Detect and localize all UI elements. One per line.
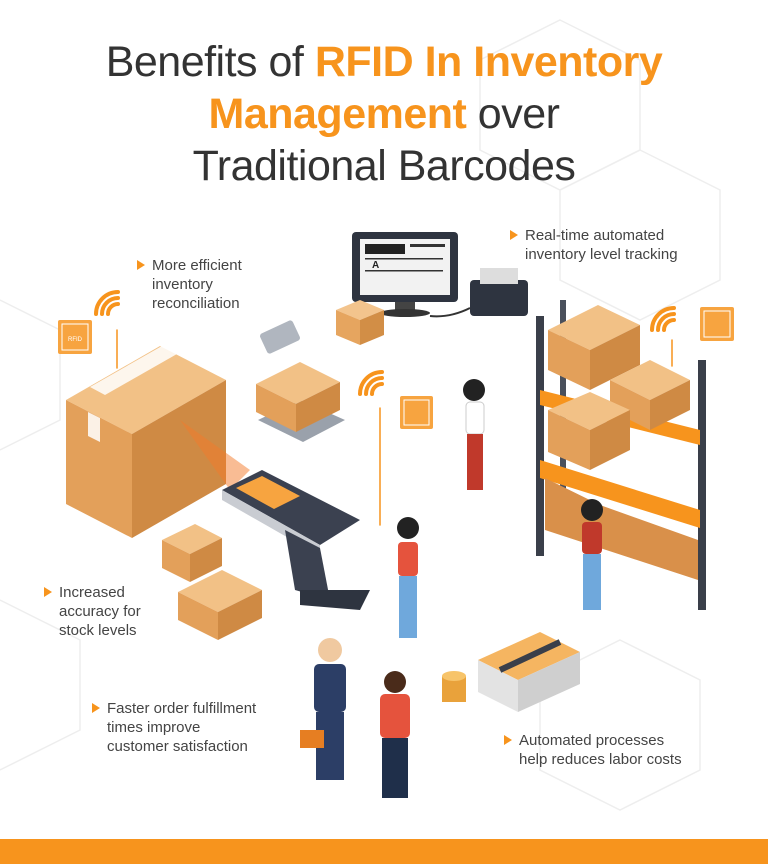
- monitor-label: A: [372, 260, 379, 271]
- title-line-3: Traditional Barcodes: [192, 142, 576, 190]
- printer-icon: [429, 268, 528, 318]
- benefit-text: help reduces labor costs: [519, 751, 682, 768]
- title-line-2: Management over: [0, 88, 768, 140]
- benefit-text: Real-time automated: [525, 227, 665, 244]
- wifi-signal-icon: [94, 290, 120, 369]
- benefit-text: customer satisfaction: [107, 738, 248, 755]
- arrow-bullet-icon: [137, 260, 145, 270]
- benefit-text: inventory level tracking: [525, 246, 678, 263]
- large-cardboard-box-icon: [66, 334, 226, 538]
- title-text: over: [466, 90, 560, 138]
- scan-beam: [180, 420, 250, 490]
- benefit-text: Automated processes: [519, 732, 665, 749]
- benefit-labor-costs: Automated processes help reduces labor c…: [504, 731, 682, 769]
- title-line-1: Benefits of RFID In Inventory: [0, 36, 768, 88]
- benefit-order-fulfillment: Faster order fulfillment times improve c…: [92, 699, 257, 756]
- person-icon: [581, 499, 603, 610]
- title-text: Benefits of: [105, 38, 315, 86]
- handheld-scanner-icon: [222, 470, 370, 610]
- rfid-tag-icon: [700, 307, 734, 341]
- title-highlight: Management: [208, 90, 467, 138]
- coin-stack-icon: [442, 671, 466, 702]
- benefit-text: inventory: [152, 276, 213, 293]
- page-title: Benefits of RFID In Inventory Management…: [0, 36, 768, 192]
- cardboard-box-icon: [162, 524, 262, 640]
- person-icon: [300, 638, 346, 780]
- benefit-text: times improve: [107, 719, 201, 736]
- person-icon: [463, 379, 485, 490]
- benefit-text: accuracy for: [59, 603, 141, 620]
- benefit-text: Increased: [59, 584, 125, 601]
- benefit-accuracy: Increased accuracy for stock levels: [44, 583, 141, 640]
- benefit-text: Faster order fulfillment: [107, 700, 257, 717]
- hex-background: [0, 19, 721, 811]
- rfid-tag-icon: RFID: [58, 320, 92, 354]
- person-icon: [397, 517, 419, 638]
- arrow-bullet-icon: [92, 703, 100, 713]
- rfid-tag-icon: [400, 396, 433, 429]
- benefit-reconciliation: More efficient inventory reconciliation: [137, 256, 242, 313]
- arrow-bullet-icon: [504, 735, 512, 745]
- benefit-text: stock levels: [59, 622, 137, 639]
- rfid-tag-label: RFID: [68, 337, 83, 343]
- benefit-text: reconciliation: [152, 295, 240, 312]
- monitor-icon: A: [352, 232, 458, 317]
- arrow-bullet-icon: [44, 587, 52, 597]
- cardboard-box-icon: [336, 300, 384, 345]
- money-stack-icon: [478, 632, 580, 712]
- footer-bar: [0, 839, 768, 864]
- person-icon: [380, 671, 410, 798]
- arrow-bullet-icon: [510, 230, 518, 240]
- title-highlight: RFID In Inventory: [314, 38, 663, 86]
- benefit-real-time-tracking: Real-time automated inventory level trac…: [510, 226, 678, 264]
- scale-icon: [256, 320, 345, 442]
- benefit-text: More efficient: [152, 257, 242, 274]
- warehouse-shelf-icon: [536, 300, 706, 610]
- wifi-signal-icon: [650, 306, 676, 367]
- wifi-signal-icon: [358, 370, 384, 526]
